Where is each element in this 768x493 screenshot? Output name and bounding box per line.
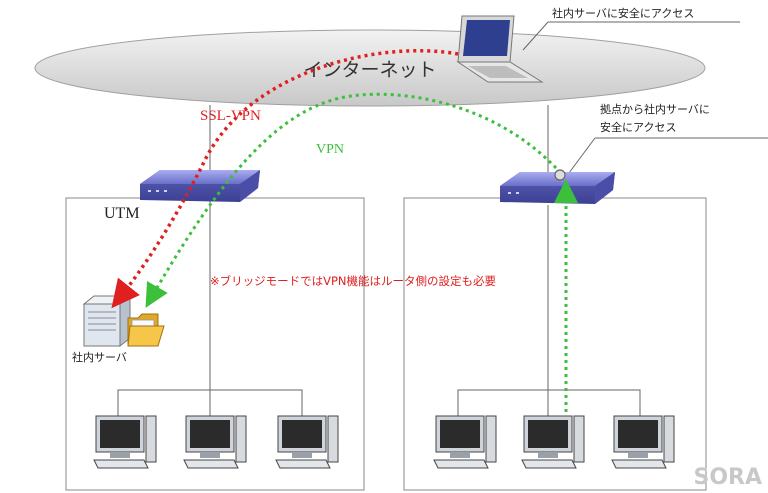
- desktop-pc-icon: [611, 415, 675, 469]
- desktop-pc-icon: [275, 415, 339, 469]
- vpn-label: VPN: [316, 142, 344, 157]
- internet-cloud: インターネット: [34, 29, 706, 107]
- server-icon: [82, 294, 132, 348]
- desktop-pc-icon: [433, 415, 497, 469]
- laptop-callout: 社内サーバに安全にアクセス: [552, 6, 694, 20]
- laptop-icon: [456, 15, 544, 83]
- desktop-pc-icon: [183, 415, 247, 469]
- callout-anchor-icon: [554, 169, 566, 181]
- server-label: 社内サーバ: [72, 350, 127, 364]
- folder-icon: [127, 313, 165, 347]
- watermark: SORA: [693, 465, 762, 490]
- ssl-vpn-label: SSL-VPN: [200, 108, 261, 124]
- branch-callout-line2: 安全にアクセス: [600, 120, 676, 134]
- branch-callout-line1: 拠点から社内サーバに: [600, 102, 710, 116]
- utm-device-icon: [140, 170, 260, 202]
- vpn-arrow: [145, 92, 558, 308]
- desktop-pc-icon: [521, 415, 585, 469]
- cloud-label: インターネット: [303, 59, 436, 81]
- desktop-pc-icon: [93, 415, 157, 469]
- ssl-vpn-arrow: [111, 48, 459, 309]
- utm-label: UTM: [104, 205, 140, 222]
- bridge-mode-note: ※ブリッジモードではVPN機能はルータ側の設定も必要: [210, 274, 496, 288]
